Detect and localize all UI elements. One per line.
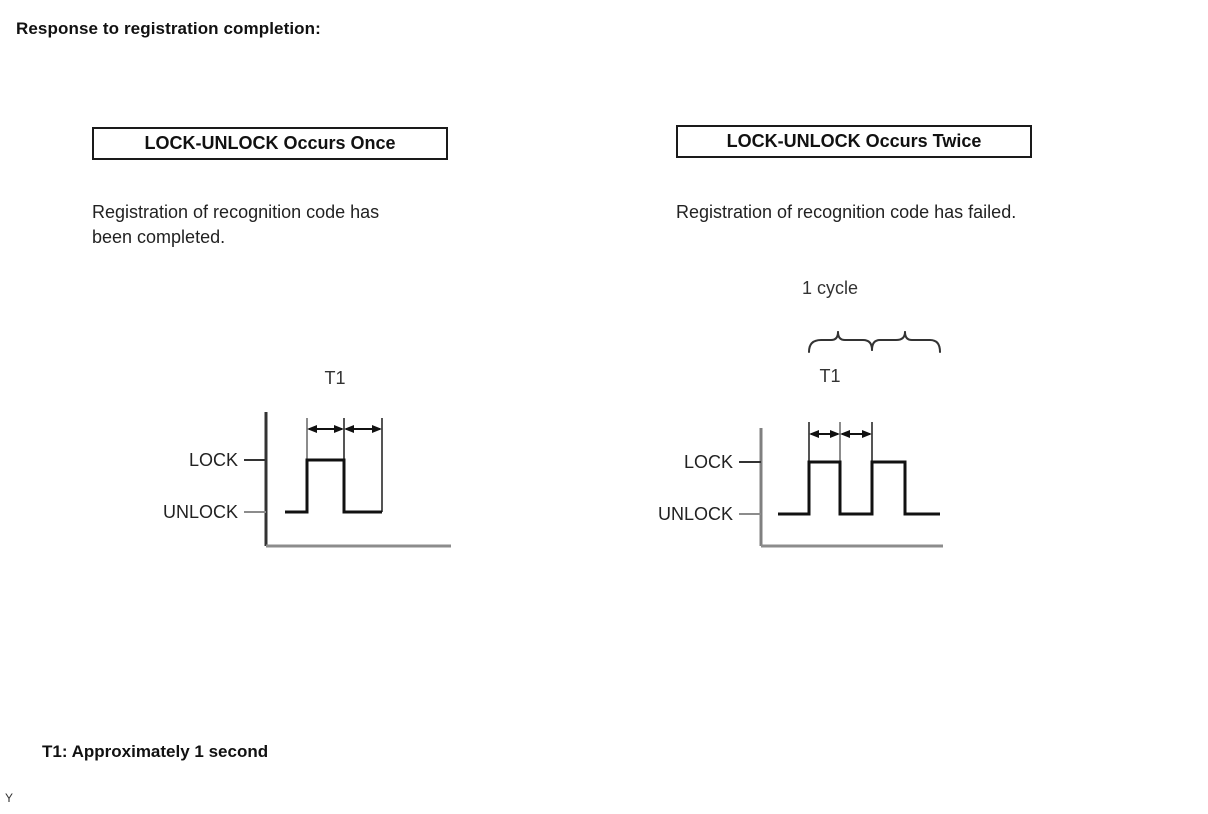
signal-label-lock-twice: LOCK <box>684 452 733 472</box>
footnote-t1: T1: Approximately 1 second <box>42 742 269 761</box>
timing-diagram-twice-svg: 1 cycle T1 <box>658 278 943 548</box>
waveform-twice <box>778 460 940 516</box>
timing-label-t1-twice: T1 <box>819 366 840 386</box>
dimension-arrow-first-twice <box>809 430 840 438</box>
signal-label-unlock-once: UNLOCK <box>163 502 238 522</box>
panel-description-twice-line1: Registration of recognition code has fai… <box>676 202 1017 222</box>
waveform-once <box>285 458 382 514</box>
panel-title-box-twice: LOCK-UNLOCK Occurs Twice <box>676 125 1032 158</box>
panel-description-once-line1: Registration of recognition code has <box>92 202 380 222</box>
page-title: Response to registration completion: <box>16 19 321 38</box>
panel-description-once-line2: been completed. <box>92 226 226 247</box>
dimension-arrow-second-twice <box>840 430 872 438</box>
timing-diagram-once: T1 LOCK UNLOCK <box>120 350 480 560</box>
panel-description-once: Registration of recognition code has bee… <box>92 200 492 250</box>
signal-label-unlock-twice: UNLOCK <box>658 504 733 524</box>
page-marker: Y <box>5 791 14 805</box>
panel-description-twice: Registration of recognition code has fai… <box>676 200 1146 225</box>
timing-diagram-twice: 1 cycle T1 <box>600 262 1000 562</box>
cycle-label-twice: 1 cycle <box>802 278 858 298</box>
timing-label-t1-once: T1 <box>324 368 345 388</box>
signal-label-lock-once: LOCK <box>189 450 238 470</box>
dimension-arrow-first-once <box>307 425 344 433</box>
timing-diagram-once-svg: T1 LOCK UNLOCK <box>163 368 451 548</box>
dimension-arrow-second-once <box>344 425 382 433</box>
panel-title-box-once: LOCK-UNLOCK Occurs Once <box>92 127 448 160</box>
cycle-brace-twice <box>808 331 941 353</box>
